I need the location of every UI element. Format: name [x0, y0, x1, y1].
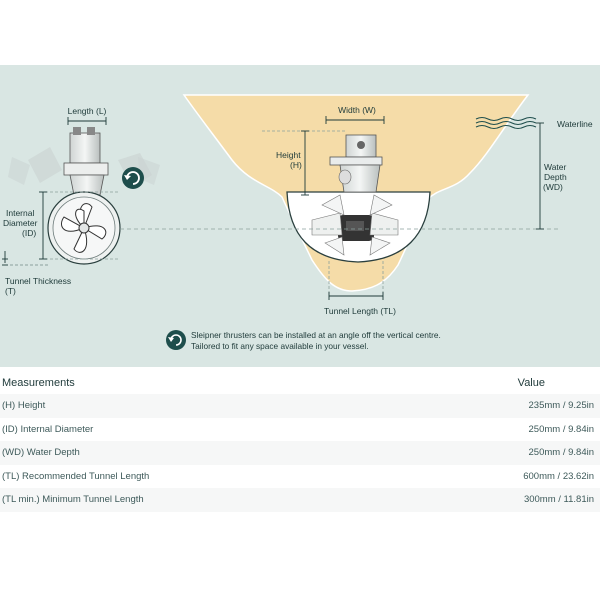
- thruster-side-view: [8, 127, 160, 265]
- height-label-line2: (H): [290, 160, 302, 170]
- internal-diameter-label-line3: (ID): [22, 228, 36, 238]
- internal-diameter-label-line1: Internal: [6, 208, 34, 218]
- measurements-table: Measurements Value (H) Height 235mm / 9.…: [0, 372, 600, 512]
- thruster-dimension-diagram: Length (L) Internal Diameter (ID) Tunnel…: [0, 65, 600, 367]
- length-label: Length (L): [68, 106, 107, 116]
- width-dimension: [325, 116, 385, 124]
- tunnel-length-dimension: [328, 261, 384, 300]
- tunnel-thickness-label-line2: (T): [5, 286, 16, 296]
- table-row: (TL) Recommended Tunnel Length 600mm / 2…: [0, 465, 600, 489]
- table-row: (H) Height 235mm / 9.25in: [0, 394, 600, 418]
- row-label: (WD) Water Depth: [2, 447, 80, 459]
- table-row: (ID) Internal Diameter 250mm / 9.84in: [0, 418, 600, 442]
- water-depth-dimension: [536, 122, 544, 230]
- tunnel-thickness-dimension: [2, 251, 50, 266]
- table-row: (WD) Water Depth 250mm / 9.84in: [0, 441, 600, 465]
- waterline-waves: [475, 117, 537, 129]
- install-note-line1: Sleipner thrusters can be installed at a…: [191, 330, 441, 340]
- tunnel-length-label: Tunnel Length (TL): [324, 306, 396, 316]
- waterline-label: Waterline: [557, 119, 593, 129]
- table-header: Measurements Value: [0, 372, 600, 394]
- internal-diameter-dimension: [39, 191, 120, 260]
- header-value: Value: [517, 377, 545, 389]
- note-rotate-icon: [166, 330, 186, 350]
- water-depth-label-line3: (WD): [543, 182, 563, 192]
- internal-diameter-label-line2: Diameter: [3, 218, 38, 228]
- tunnel-thickness-label-line1: Tunnel Thickness: [5, 276, 71, 286]
- header-measurements: Measurements: [2, 377, 75, 389]
- height-label-line1: Height: [276, 150, 301, 160]
- length-dimension: [67, 117, 107, 125]
- row-value: 250mm / 9.84in: [528, 423, 594, 435]
- install-note-line2: Tailored to fit any space available in y…: [191, 341, 369, 351]
- install-note: Sleipner thrusters can be installed at a…: [191, 330, 443, 351]
- row-value: 250mm / 9.84in: [528, 447, 594, 459]
- table-row: (TL min.) Minimum Tunnel Length 300mm / …: [0, 488, 600, 512]
- row-label: (H) Height: [2, 400, 46, 412]
- row-value: 300mm / 11.81in: [523, 494, 594, 506]
- height-label: Height (H): [276, 150, 303, 170]
- row-label: (TL) Recommended Tunnel Length: [2, 470, 150, 482]
- tunnel-thickness-label: Tunnel Thickness (T): [5, 276, 74, 296]
- water-depth-label-line1: Water: [544, 162, 567, 172]
- height-dimension: [262, 130, 345, 196]
- row-label: (ID) Internal Diameter: [2, 423, 94, 435]
- water-depth-label: Water Depth (WD): [543, 162, 569, 192]
- rotate-icon: [122, 167, 144, 189]
- row-value: 600mm / 23.62in: [523, 470, 594, 482]
- thruster-front-view: [311, 134, 399, 256]
- width-label: Width (W): [338, 105, 376, 115]
- water-depth-label-line2: Depth: [544, 172, 567, 182]
- row-label: (TL min.) Minimum Tunnel Length: [2, 494, 144, 506]
- internal-diameter-label: Internal Diameter (ID): [3, 208, 40, 238]
- row-value: 235mm / 9.25in: [528, 400, 594, 412]
